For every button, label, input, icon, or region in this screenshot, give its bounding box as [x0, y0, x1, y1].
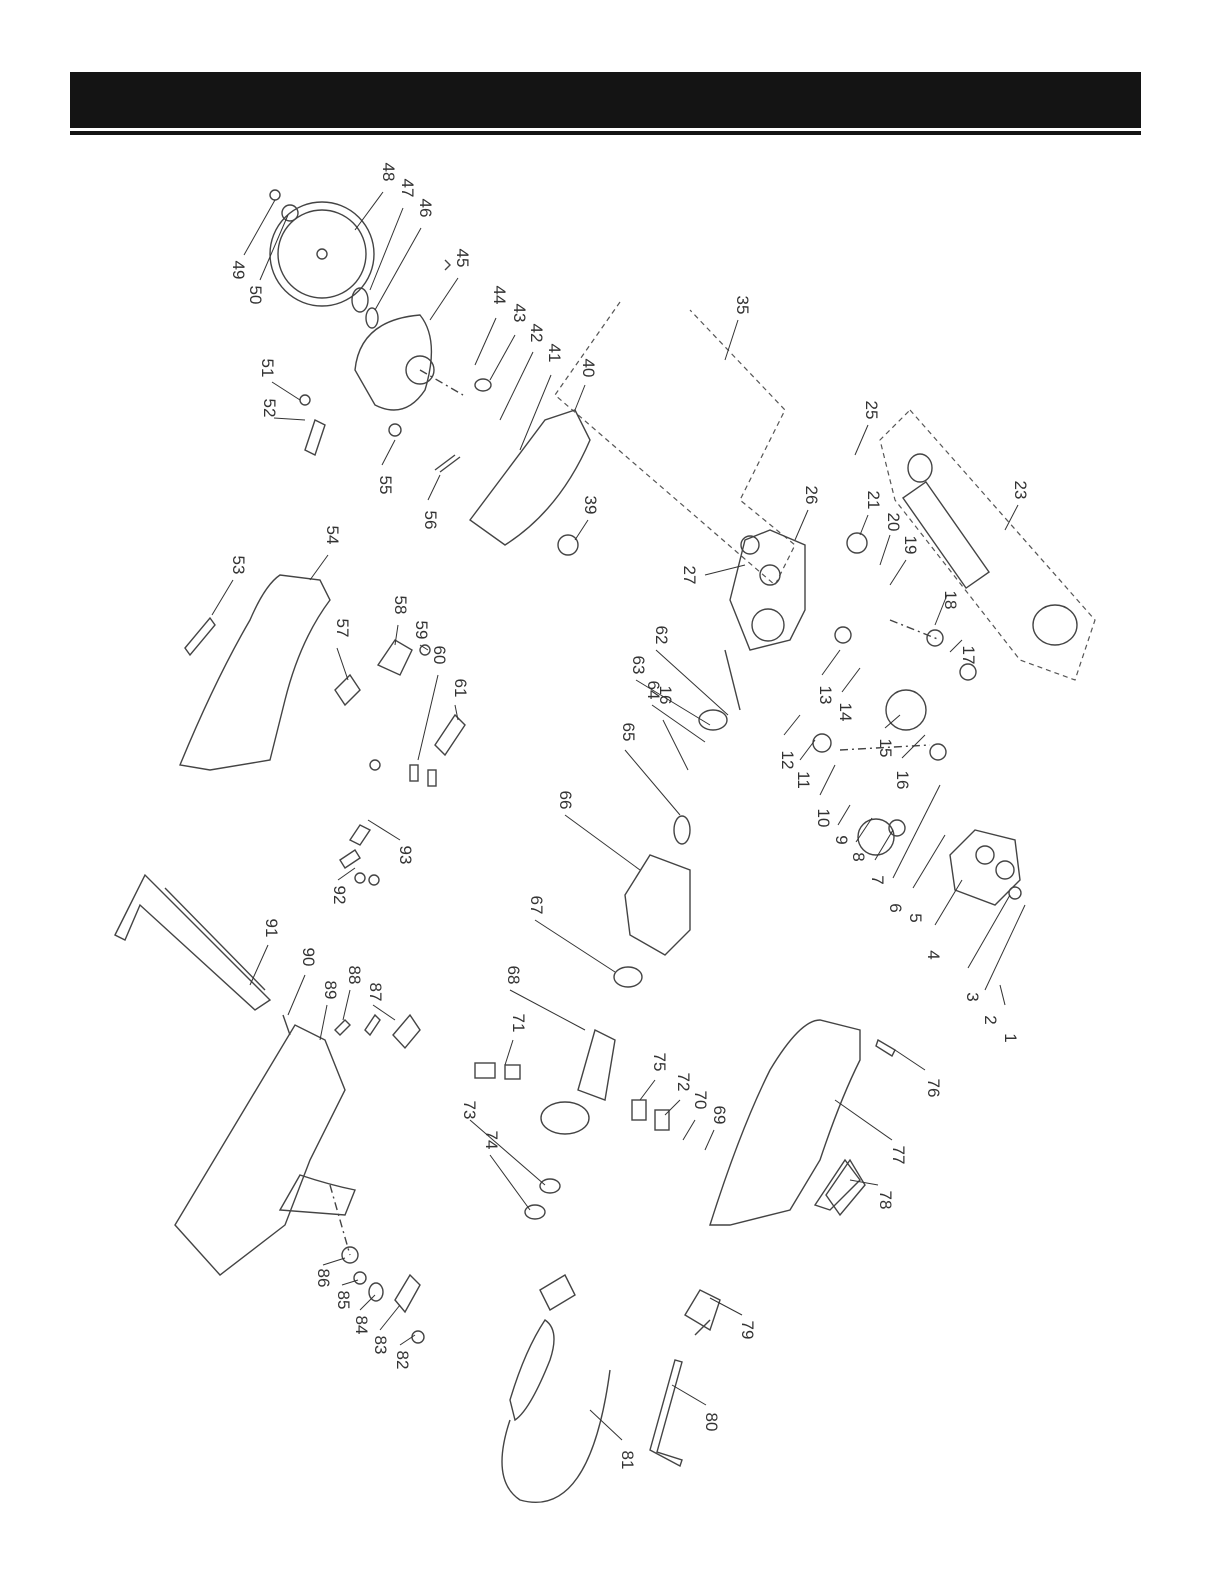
part-label: 11	[794, 771, 813, 789]
part-label: 81	[618, 1451, 637, 1470]
part-label: 83	[371, 1336, 390, 1355]
part-label: 17	[959, 646, 978, 665]
saw-blade-drawing	[270, 190, 378, 328]
part-label: 78	[876, 1191, 895, 1210]
part-label: 50	[246, 286, 265, 305]
guard-drawing	[300, 260, 590, 555]
part-label: 89	[321, 981, 340, 1000]
part-label: 14	[836, 703, 855, 722]
part-label: 13	[816, 686, 835, 705]
part-label: 68	[504, 966, 523, 985]
part-label: 26	[802, 486, 821, 505]
part-label: 82	[393, 1351, 412, 1370]
part-label: 44	[490, 286, 509, 305]
part-label: 71	[509, 1014, 528, 1033]
part-label: 20	[884, 513, 903, 532]
part-label: 90	[299, 948, 318, 967]
part-label: 72	[674, 1073, 693, 1092]
part-label: 73	[460, 1101, 479, 1120]
part-label: 10	[814, 809, 833, 828]
part-label: 62	[652, 626, 671, 645]
part-label: 67	[527, 896, 546, 915]
part-label: 21	[864, 491, 883, 510]
part-label: 12	[778, 751, 797, 770]
part-label: 74	[482, 1131, 501, 1150]
part-label: 4	[924, 950, 943, 959]
part-label: 7	[868, 875, 887, 884]
part-label: 27	[680, 566, 699, 585]
part-label: 40	[579, 359, 598, 378]
part-label: 5	[906, 913, 925, 922]
part-label: 87	[366, 983, 385, 1002]
part-label: 70	[691, 1091, 710, 1110]
part-label: 19	[901, 536, 920, 555]
part-label: 63	[629, 656, 648, 675]
part-label: 76	[924, 1079, 943, 1098]
part-label: 86	[314, 1269, 333, 1288]
part-label: 23	[1011, 481, 1030, 500]
part-label: 61	[451, 679, 470, 698]
part-label: 47	[398, 179, 417, 198]
part-label: 41	[545, 344, 564, 363]
handle-drawing	[180, 575, 860, 1225]
part-label: 75	[650, 1053, 669, 1072]
part-label: 85	[334, 1291, 353, 1310]
part-label: 60	[430, 646, 449, 665]
part-label: 65	[619, 723, 638, 742]
part-label: 66	[556, 791, 575, 810]
part-label: 39	[581, 496, 600, 515]
part-label: 46	[416, 199, 435, 218]
part-label: 93	[396, 846, 415, 865]
base-drawing	[115, 825, 424, 1343]
part-label: 84	[352, 1316, 371, 1335]
part-label: 51	[258, 359, 277, 378]
part-label: 58	[391, 596, 410, 615]
part-label: 3	[963, 992, 982, 1001]
part-label: 18	[941, 591, 960, 610]
part-label: 53	[229, 556, 248, 575]
part-label: 8	[849, 852, 868, 861]
part-label: 88	[345, 966, 364, 985]
part-labels: 1 2 3 4 5 6 7 8 9 10 11 12 13 14 15 16 1…	[212, 163, 1030, 1470]
part-label: 56	[421, 511, 440, 530]
part-label: 80	[702, 1413, 721, 1432]
part-label: 15	[876, 739, 895, 758]
motor-drawing	[475, 650, 740, 1219]
part-label: 35	[733, 296, 752, 315]
part-label: 9	[832, 835, 851, 844]
part-label: 16	[893, 771, 912, 790]
part-label: 43	[510, 304, 529, 323]
part-label: 6	[886, 903, 905, 912]
alignment-lines	[330, 370, 940, 1255]
part-label: 59	[412, 621, 431, 640]
part-label: 57	[333, 619, 352, 638]
part-label: 92	[330, 886, 349, 905]
part-label: 48	[379, 163, 398, 182]
part-label: 49	[229, 261, 248, 280]
part-label: 2	[981, 1015, 1000, 1024]
part-label: 77	[889, 1146, 908, 1165]
part-label: 91	[262, 919, 281, 938]
part-label: 64	[644, 681, 663, 700]
part-label: 79	[738, 1321, 757, 1340]
part-label: 55	[376, 476, 395, 495]
part-label: 25	[862, 401, 881, 420]
part-label: 42	[527, 324, 546, 343]
part-label: 45	[453, 249, 472, 268]
part-label: 1	[1001, 1033, 1020, 1042]
part-label: 69	[710, 1106, 729, 1125]
part-label: 52	[260, 399, 279, 418]
part-label: 54	[323, 526, 342, 545]
